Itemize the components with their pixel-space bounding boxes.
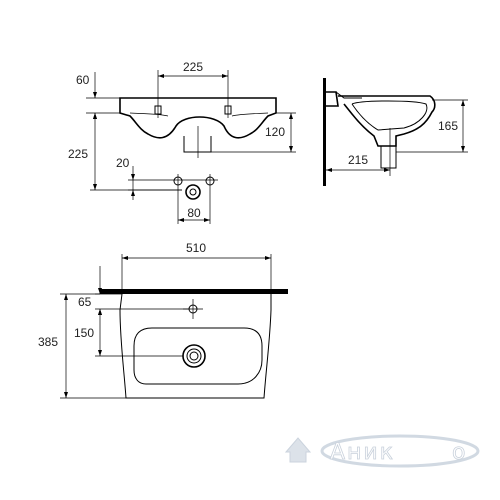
dim-215: 215 (326, 153, 390, 172)
plan-drain (182, 344, 206, 368)
mount-bolt-center (185, 184, 201, 200)
plan-view: 510 65 150 385 (38, 241, 288, 399)
plan-wall-bar (100, 289, 288, 294)
dim-165: 165 (396, 99, 468, 153)
profile-wall (323, 78, 326, 186)
dim-label-20: 20 (116, 156, 130, 170)
dim-label-165: 165 (438, 119, 458, 133)
watermark-logo: Аник о (284, 434, 480, 468)
watermark-text: Аник (330, 440, 395, 465)
dim-120: 120 (211, 112, 296, 153)
dim-label-225-left: 225 (68, 147, 88, 161)
dim-label-510: 510 (186, 241, 206, 255)
house-icon (284, 437, 312, 463)
profile-basin-outline (338, 95, 436, 147)
dim-60: 60 (76, 72, 120, 124)
dim-label-150: 150 (74, 326, 94, 340)
dim-label-215: 215 (348, 153, 368, 167)
dim-150: 150 (74, 309, 183, 357)
front-bowl-line (129, 112, 269, 117)
dim-510: 510 (121, 241, 272, 292)
profile-drain (380, 146, 397, 169)
front-basin-outline (119, 97, 277, 139)
dim-385: 385 (38, 293, 126, 399)
watermark-suffix: о (452, 440, 467, 465)
mounting-detail: 20 80 (116, 156, 218, 224)
dim-label-60: 60 (76, 73, 90, 87)
front-view: 225 60 225 120 (68, 60, 296, 224)
dim-label-385: 385 (38, 335, 58, 349)
plan-basin-outline (119, 293, 272, 399)
watermark-swoosh (320, 434, 480, 468)
dim-225-top: 225 (157, 60, 229, 96)
dim-label-225-top: 225 (183, 60, 203, 74)
front-drain-neck (183, 136, 212, 153)
dim-label-120: 120 (265, 125, 285, 139)
front-tap-holes (154, 96, 232, 118)
dim-225-left: 225 (68, 113, 182, 191)
plan-bowl-outline (133, 327, 263, 385)
dim-label-65: 65 (78, 295, 92, 309)
side-profile: 165 215 (323, 78, 468, 186)
dim-label-80: 80 (187, 206, 201, 220)
